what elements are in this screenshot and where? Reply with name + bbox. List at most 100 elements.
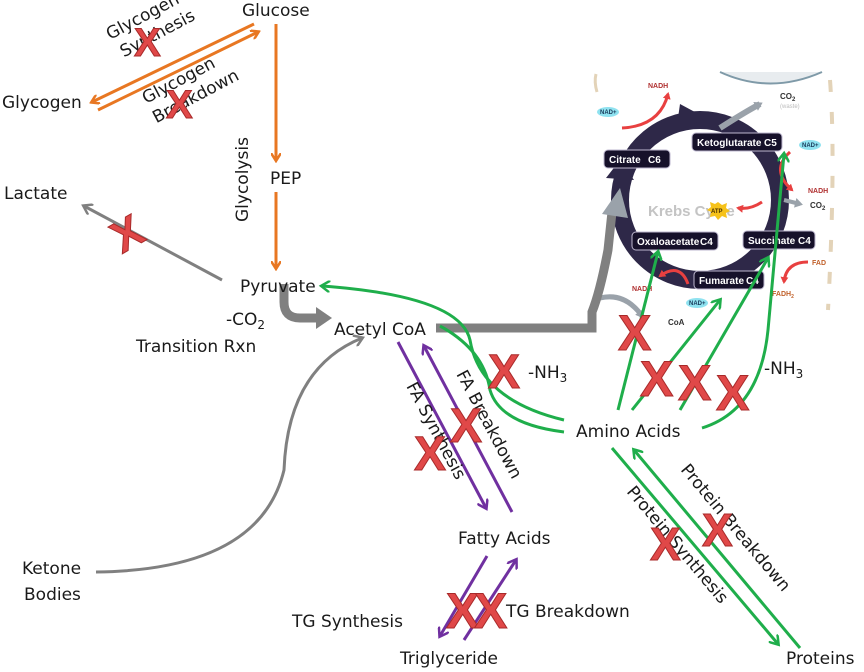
transition-rxn-arrow [279, 284, 318, 323]
tg-synthesis-label: TG Synthesis [291, 612, 403, 632]
minus-nh3-label-1: -NH3 [528, 363, 567, 385]
x-mark-tg-synthesis: X [446, 583, 479, 639]
aa-to-oxaloacetate-arrow [616, 252, 658, 411]
glucose-pathways [92, 22, 276, 268]
glycogen-synthesis-arrow [92, 22, 255, 102]
nadh-arrow-1 [621, 92, 671, 130]
x-mark-aa-to-pyruvate: X [488, 346, 520, 399]
amino-acid-pathways [322, 154, 802, 649]
fadh2-label: FADH2 [772, 291, 794, 300]
krebs-cycle-figure: Krebs Cycle Citrate C6 Ketoglutarate C5 … [592, 71, 835, 327]
x-mark-glycogen-breakdown: X [166, 83, 193, 127]
co2-arrow-2 [783, 197, 803, 208]
mitochondria-edge [719, 71, 823, 85]
succinate-label: Succinate [748, 236, 796, 247]
tg-breakdown-arrow [462, 560, 516, 641]
ketone-to-acetylcoa-arrow [95, 338, 362, 574]
waste-label: (waste) [780, 104, 800, 110]
acetylcoa-to-krebs-arrowhead [602, 188, 628, 218]
succinate-carbons: C4 [798, 236, 811, 247]
ring-arrowhead-left [606, 160, 634, 180]
transition-rxn-label: Transition Rxn [135, 337, 256, 357]
citrate-carbons: C6 [648, 155, 661, 166]
coa-release-arrow [599, 294, 645, 319]
x-mark-aa-to-fumarate: X [640, 351, 673, 407]
fumarate-label: Fumarate [699, 276, 744, 287]
tg-breakdown-label: TG Breakdown [505, 602, 630, 622]
x-mark-fa-breakdown: X [450, 400, 482, 453]
fatty-acid-pathways [396, 341, 516, 641]
fadh2-arrow [780, 260, 809, 284]
nad-badge-3 [686, 298, 708, 308]
fa-synthesis-arrow [396, 341, 486, 508]
oxaloacetate-label: Oxaloacetate [637, 237, 700, 248]
minus-nh3-label-2: -NH3 [764, 359, 803, 381]
nh3-subscript-2: 3 [796, 367, 804, 381]
minus-nh3-text-1: -NH [528, 363, 560, 383]
succinate-box: Succinate C4 [742, 230, 816, 250]
glucose-node: Glucose [242, 1, 310, 21]
aa-to-fumarate-arrow [630, 300, 720, 411]
ketone-bodies-node-line2: Bodies [24, 585, 81, 605]
gray-pathways [84, 188, 628, 574]
x-mark-aa-to-ketoglutarate: X [716, 365, 749, 421]
blocked-markers: X X X X X X X X X X X X X X [102, 21, 750, 640]
nadh-arrow-3 [658, 269, 690, 285]
lactate-node: Lactate [4, 184, 67, 204]
pyruvate-node: Pyruvate [240, 277, 316, 297]
glycolysis-label: Glycolysis [233, 137, 253, 222]
protein-breakdown-arrow [634, 450, 802, 649]
pep-node: PEP [270, 169, 301, 189]
nad-label-2: NAD+ [802, 143, 819, 149]
protein-synthesis-arrow [610, 447, 778, 644]
co2-label-2: CO2 [810, 201, 826, 212]
nh3-subscript-1: 3 [560, 371, 568, 385]
x-mark-aa-to-oxaloacetate: X [618, 305, 651, 361]
aa-to-succinate-arrow [678, 258, 768, 411]
ring-arrowhead-top [676, 104, 706, 132]
co2-subscript: 2 [257, 318, 265, 332]
pyruvate-to-lactate-arrow [84, 206, 223, 282]
atp-arrow [736, 200, 763, 213]
fa-breakdown-arrow [424, 346, 514, 513]
ketoglutarate-carbons: C5 [764, 138, 777, 149]
fumarate-carbons: C4 [746, 276, 759, 287]
citrate-box: Citrate C6 [603, 149, 671, 169]
aa-to-acetylcoa-arrow [439, 324, 565, 434]
glycogen-breakdown-arrow [97, 32, 258, 112]
oxaloacetate-box: Oxaloacetate C4 [631, 231, 719, 251]
citrate-label: Citrate [609, 155, 641, 166]
nadh-label-2: NADH [808, 188, 828, 195]
triglyceride-node: Triglyceride [399, 649, 498, 669]
minus-co2-text: -CO [226, 310, 257, 330]
nad-label-3: NAD+ [689, 301, 706, 307]
nadh-label-1: NADH [648, 83, 668, 90]
x-mark-protein-synthesis: X [650, 518, 681, 570]
amino-acids-node: Amino Acids [576, 422, 681, 442]
aa-to-ketoglutarate-arrow [701, 154, 784, 430]
fatty-acids-node: Fatty Acids [458, 529, 551, 549]
aa-to-pyruvate-arrow [322, 286, 565, 422]
ketoglutarate-box: Ketoglutarate C5 [691, 132, 783, 152]
co2-waste-label: CO2 [780, 92, 796, 103]
transition-rxn-arrowhead [316, 307, 332, 329]
x-mark-fa-synthesis: X [414, 428, 446, 481]
x-mark-lactate: X [103, 206, 153, 263]
ketoglutarate-label: Ketoglutarate [697, 138, 762, 149]
minus-nh3-text-2: -NH [764, 359, 796, 379]
atp-label: ATP [711, 209, 723, 215]
glycogen-node: Glycogen [2, 93, 82, 113]
coa-label: CoA [668, 318, 685, 327]
co2-waste-arrow [718, 101, 763, 131]
membrane-edge-right [826, 79, 835, 311]
x-mark-glycogen-synthesis: X [134, 21, 161, 65]
x-mark-tg-breakdown: X [474, 583, 507, 639]
ketone-bodies-node-line1: Ketone [22, 559, 81, 579]
minus-co2-label: -CO2 [226, 310, 265, 332]
nad-label-1: NAD+ [600, 110, 617, 116]
atp-star [707, 202, 730, 220]
fumarate-box: Fumarate C4 [693, 270, 765, 290]
nadh-label-3: NADH [632, 286, 652, 293]
x-mark-protein-breakdown: X [702, 504, 733, 556]
